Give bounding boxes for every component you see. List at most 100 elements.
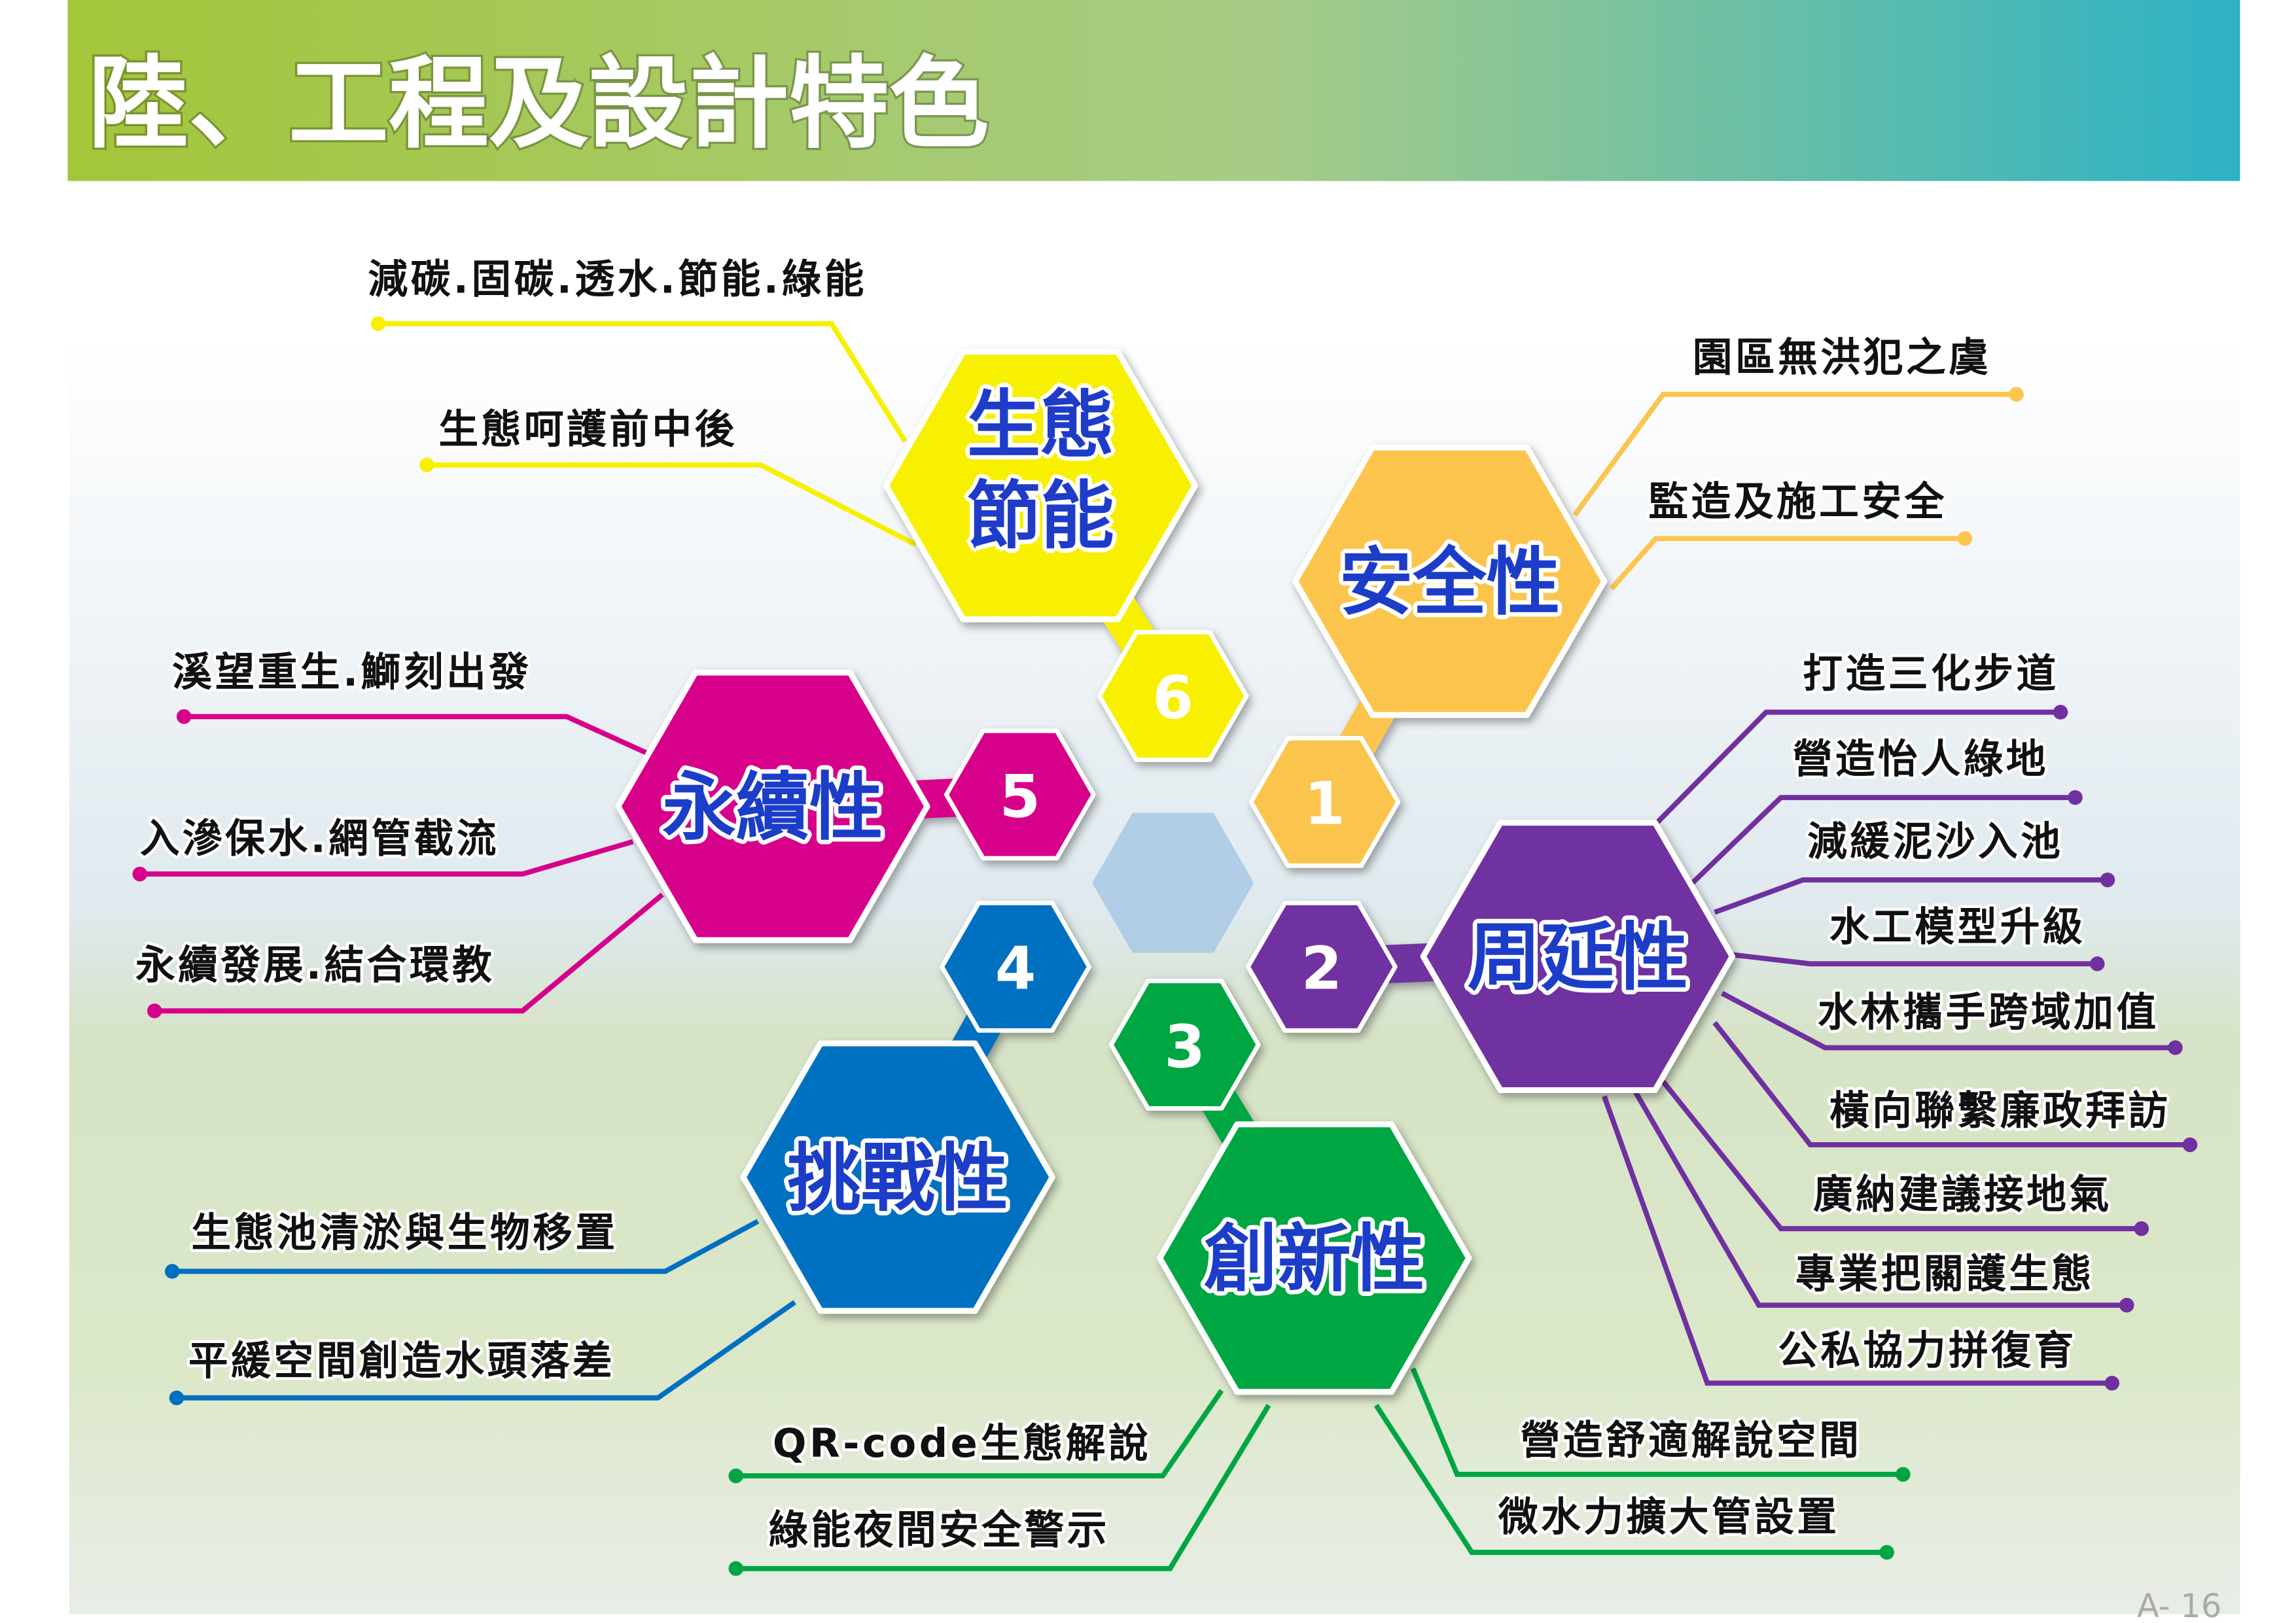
connector-line [154, 892, 664, 1014]
feature-item-label: 微水力擴大管設置 [1498, 1494, 1840, 1540]
page-title: 陸、工程及設計特色 [88, 46, 989, 162]
hub-number: 5 [1000, 762, 1041, 831]
center-hexagon [1092, 812, 1254, 953]
connector-dot [2053, 705, 2068, 720]
connector-dot [2100, 872, 2115, 888]
hub-4: 4 挑戰性 [740, 901, 1091, 1314]
feature-item-label: 公私協力拼復育 [1778, 1328, 2077, 1374]
connector-line [1653, 709, 2061, 826]
hub-hexagon [615, 669, 930, 943]
connector-line [1720, 990, 2176, 1051]
feature-item-label: 營造舒適解說空間 [1521, 1418, 1862, 1463]
hub-3: 3 創新性 [1108, 979, 1472, 1395]
connector-line [1572, 391, 2017, 517]
feature-item-label: 永續發展.結合環教 [135, 943, 495, 988]
number-hexagon [1108, 979, 1261, 1111]
connector-dot [147, 1003, 162, 1019]
connector-dot [1896, 1467, 1911, 1482]
feature-item-label: 入滲保水.網管截流 [140, 816, 499, 862]
hub-2: 2 周延性 [1246, 820, 1735, 1094]
connector-dot [1957, 531, 1973, 546]
connector-dot [176, 709, 192, 724]
connector-line [1410, 1367, 1903, 1477]
connector-dot [728, 1561, 743, 1577]
connector-line [1610, 536, 1965, 591]
feature-item-label: 平緩空間創造水頭落差 [188, 1338, 615, 1384]
feature-item-label: 綠能夜間安全警示 [768, 1508, 1110, 1554]
hub-hexagon [1292, 444, 1608, 718]
header-bar [67, 0, 2240, 181]
feature-item-label: 橫向聯繫廉政拜訪 [1829, 1088, 2171, 1134]
number-hexagon [1097, 630, 1249, 762]
hub-number: 2 [1301, 935, 1343, 1003]
connector-line [1722, 951, 2098, 967]
connector-dot [2104, 1376, 2120, 1391]
number-hexagon [1248, 736, 1401, 868]
feature-item-label: 水工模型升級 [1829, 904, 2085, 950]
connector-line [139, 839, 634, 877]
feature-item-label: 園區無洪犯之虞 [1693, 335, 1992, 381]
connector-dot [419, 457, 434, 473]
feature-item-label: 生態呵護前中後 [438, 407, 737, 453]
connector-line [172, 1219, 760, 1274]
connector-line [1661, 1079, 2142, 1232]
hub-hexagon [1156, 1121, 1472, 1395]
hub-hexagon [740, 1040, 1055, 1314]
feature-item-label: 溪望重生.鰤刻出發 [172, 650, 531, 695]
number-hexagon [944, 728, 1096, 861]
hub-number: 4 [995, 935, 1036, 1003]
feature-item-label: 水林攜手跨域加值 [1818, 990, 2159, 1036]
connector-dot [2182, 1137, 2198, 1153]
feature-item-label: 減碳.固碳.透水.節能.綠能 [368, 257, 866, 303]
hub-label: 周延性 [1468, 915, 1688, 1001]
connector-line [1714, 877, 2108, 915]
connector-dot [132, 866, 147, 882]
hub-label: 創新性 [1204, 1217, 1424, 1302]
connector-dot [2134, 1221, 2149, 1236]
feature-item-label: 監造及施工安全 [1648, 479, 1947, 525]
feature-item-label: 專業把關護生態 [1795, 1251, 2094, 1297]
hub-1: 1 安全性 [1248, 444, 1608, 868]
connector-line [1373, 1403, 1887, 1555]
connector-line [1712, 1021, 2191, 1147]
connector-line [378, 321, 908, 443]
feature-item-label: 營造怡人綠地 [1793, 737, 2049, 782]
number-hexagon [1246, 901, 1398, 1033]
hub-hexagon [883, 349, 1198, 623]
connector-line [1691, 795, 2075, 885]
feature-item-label: 生態池清淤與生物移置 [191, 1210, 618, 1256]
hub-label: 永續性 [662, 765, 883, 850]
connector-line [176, 1300, 796, 1401]
connector-dot [2090, 956, 2105, 971]
connector-line [735, 1404, 1271, 1571]
connector-dot [1879, 1544, 1894, 1560]
connector-dot [164, 1264, 180, 1279]
connector-dot [728, 1468, 743, 1484]
connector-dot [370, 316, 386, 332]
hub-label: 生態節能 [966, 382, 1114, 559]
connector-dot [2068, 790, 2083, 805]
hub-label: 安全性 [1339, 540, 1560, 625]
hub-number: 1 [1304, 770, 1345, 839]
feature-item-label: 廣納建議接地氣 [1813, 1172, 2112, 1218]
connector-line [184, 714, 649, 756]
feature-item-label: 減緩泥沙入池 [1807, 819, 2063, 865]
feature-item-label: 打造三化步道 [1803, 651, 2058, 697]
connector-line [427, 462, 917, 547]
hub-number: 6 [1152, 664, 1193, 733]
hub-number: 3 [1164, 1013, 1205, 1081]
connector-line [1602, 1095, 2112, 1386]
connector-dot [2168, 1040, 2183, 1055]
feature-item-label: QR-code生態解說 [773, 1421, 1151, 1467]
page-number: A- 16 [2137, 1587, 2221, 1623]
hub-5: 5 永續性 [615, 669, 1096, 943]
number-hexagon [940, 901, 1091, 1033]
hub-hexagon [1420, 820, 1735, 1094]
hub-label: 挑戰性 [787, 1136, 1008, 1221]
connector-dot [2119, 1297, 2134, 1313]
hub-6: 6 [883, 349, 1249, 762]
connector-dot [2009, 387, 2024, 402]
connector-line [735, 1389, 1224, 1479]
connector-line [1631, 1087, 2127, 1308]
